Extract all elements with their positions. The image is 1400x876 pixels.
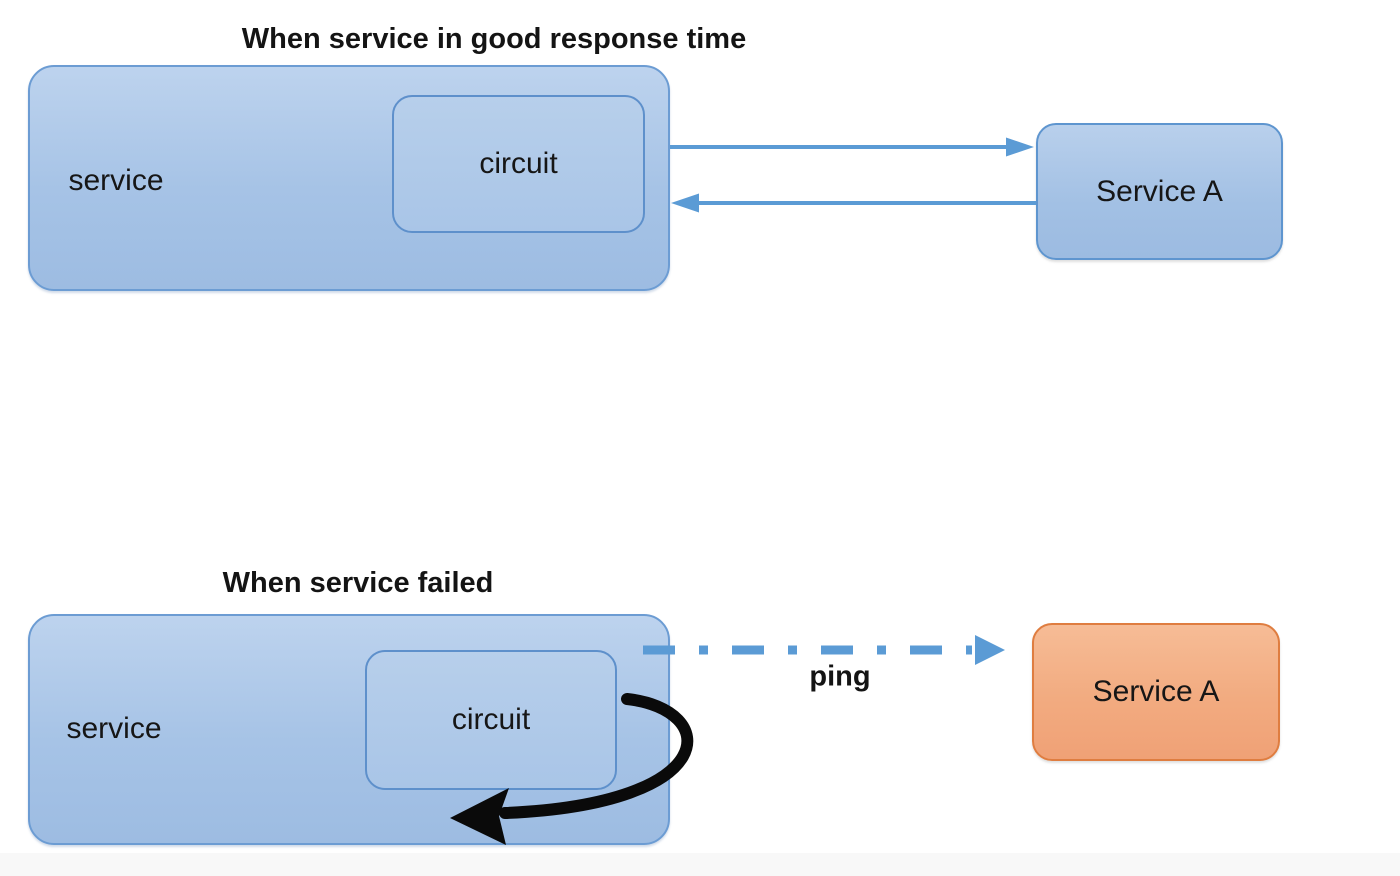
circuit-label-failed: circuit xyxy=(451,703,531,736)
remote-service-label-good: Service A xyxy=(1096,174,1223,208)
service-label-failed: service xyxy=(66,712,162,745)
remote-service-box-failed: Service A xyxy=(1032,623,1280,761)
bottom-letterbox-strip xyxy=(0,853,1400,876)
request-arrow xyxy=(670,137,1034,157)
section-title-good: When service in good response time xyxy=(241,23,747,55)
remote-service-label-failed: Service A xyxy=(1092,675,1220,708)
circuit-box-failed: circuit xyxy=(365,650,617,790)
service-label-good: service xyxy=(68,164,164,197)
response-arrow xyxy=(671,193,1036,213)
ping-label: ping xyxy=(809,660,871,693)
circuit-box-good: circuit xyxy=(392,95,645,233)
circuit-label-good: circuit xyxy=(479,147,558,180)
section-title-failed: When service failed xyxy=(222,567,494,599)
remote-service-box-good: Service A xyxy=(1036,123,1283,260)
